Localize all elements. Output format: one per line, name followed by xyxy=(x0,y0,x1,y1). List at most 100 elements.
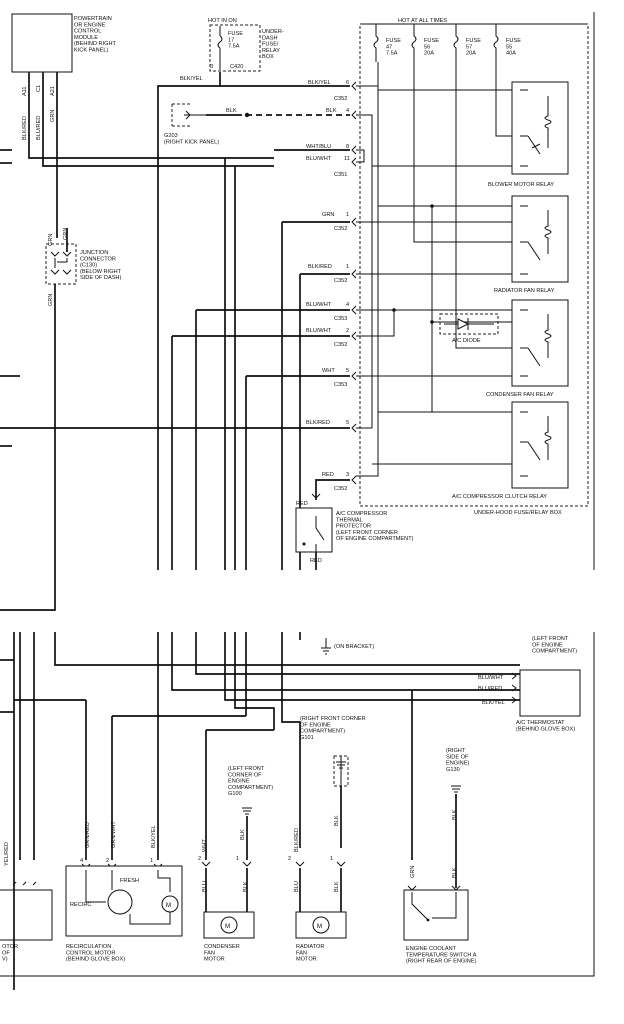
connector-c352-3: RED 3 C352 xyxy=(322,472,357,492)
svg-text:8: 8 xyxy=(346,144,349,150)
g203-label: G203(RIGHT KICK PANEL) xyxy=(164,133,219,145)
svg-text:C352: C352 xyxy=(334,342,347,348)
recirc-wire-3: BLK/YEL xyxy=(151,825,157,848)
recirc-wire-2: GRN/WHT xyxy=(111,821,117,848)
radiator-top-wire: BLK/RED xyxy=(294,828,300,852)
radiator-bot-wire-1: BLU xyxy=(294,881,300,892)
bracket-label: (ON BRACKET) xyxy=(334,644,374,650)
svg-text:C352: C352 xyxy=(334,278,347,284)
svg-text:5: 5 xyxy=(346,368,349,374)
hot-in-on-label: HOT IN ON xyxy=(208,18,237,24)
svg-text:RED: RED xyxy=(322,472,334,478)
pcm-wire-blured: BLU/RED xyxy=(36,116,42,140)
hot-at-all-times-label: HOT AT ALL TIMES xyxy=(398,18,447,24)
fuse-17-icon xyxy=(217,35,223,49)
svg-text:WHT: WHT xyxy=(322,368,335,374)
connector-c353-4: BLU/WHT 4 C353 xyxy=(306,302,357,322)
c420-pin: 3 xyxy=(210,64,213,70)
connector-c353-5: WHT 5 C353 xyxy=(322,368,357,388)
ac-diode: A/C DIODE xyxy=(439,313,499,344)
svg-text:C353: C353 xyxy=(334,382,347,388)
svg-text:11: 11 xyxy=(344,156,350,162)
recirc-motor-symbol: M xyxy=(166,902,171,909)
pcm-wire-blkred: BLK/RED xyxy=(22,116,28,140)
svg-text:1: 1 xyxy=(346,264,349,270)
pcm-pin-c1: C1 xyxy=(36,85,42,92)
relays: BLOWER MOTOR RELAY RADIATOR FAN RELAY CO… xyxy=(452,81,569,500)
recirc-pin-1: 4 xyxy=(80,858,83,864)
g100-ground-icon xyxy=(242,807,252,815)
connector-c352-2: BLU/WHT 2 C352 xyxy=(306,328,357,348)
svg-text:BLK: BLK xyxy=(326,108,337,114)
ac-diode-label: A/C DIODE xyxy=(452,338,481,344)
recirc-recirc-label: RECIRC xyxy=(70,902,91,908)
c420-label: C420 xyxy=(230,64,243,70)
condenser-fan-relay: CONDENSER FAN RELAY xyxy=(486,299,569,398)
g130-ground-icon xyxy=(451,785,461,793)
svg-text:WHT/BLU: WHT/BLU xyxy=(306,144,331,150)
thermostat-wire-3: BLK/YEL xyxy=(482,700,505,706)
svg-text:BLK/YEL: BLK/YEL xyxy=(308,80,331,86)
box-connectors: BLK/YEL 6 C352 BLK 4 WHT/BLU 8 BLU/WHT 1… xyxy=(306,80,357,492)
radiator-motor-symbol: M xyxy=(317,923,322,930)
condenser-relay-label: CONDENSER FAN RELAY xyxy=(486,392,554,398)
pcm-wire-grn: GRN xyxy=(50,110,56,122)
svg-text:GRN: GRN xyxy=(322,212,334,218)
thermostat-wire-1: BLU/WHT xyxy=(478,675,504,681)
connector-c352-6: BLK/YEL 6 C352 xyxy=(308,80,357,102)
svg-text:C352: C352 xyxy=(334,486,347,492)
recirc-fresh-label: FRESH xyxy=(120,878,139,884)
radiator-pin-1: 1 xyxy=(330,856,333,862)
junction-wire-label-top2: GRN xyxy=(63,228,69,240)
svg-text:C352: C352 xyxy=(334,226,347,232)
condenser-top-wire: WHT xyxy=(202,839,208,852)
svg-text:4: 4 xyxy=(346,108,349,114)
recirculation-control-motor: GRN/RED GRN/WHT BLK/YEL 4 2 1 M FRESH RE… xyxy=(65,821,183,963)
connector-c352-1a: GRN 1 C352 xyxy=(322,212,357,232)
radiator-relay-label: RADIATOR FAN RELAY xyxy=(494,288,555,294)
ac-compressor-clutch-relay: A/C COMPRESSOR CLUTCH RELAY xyxy=(452,401,569,500)
thermal-wire-top: RED xyxy=(296,501,308,507)
box-internal-wiring xyxy=(356,62,520,477)
connector-c352-1b: BLK/RED 1 C352 xyxy=(308,264,357,284)
pcm-wires xyxy=(0,72,274,238)
junction-wire-label-bottom: GRN xyxy=(48,294,54,306)
thermostat-label: A/C THERMOSTAT(BEHIND GLOVE BOX) xyxy=(516,720,575,732)
svg-text:C352: C352 xyxy=(334,96,347,102)
connector-c351-11: BLU/WHT 11 C351 xyxy=(306,156,357,178)
radiator-fan-relay: RADIATOR FAN RELAY xyxy=(494,195,569,294)
clutch-relay-label: A/C COMPRESSOR CLUTCH RELAY xyxy=(452,494,547,500)
g100-wire: BLK xyxy=(240,829,246,840)
g203-arrow-icon xyxy=(185,110,191,120)
g101-ground-icon xyxy=(336,761,346,769)
ground-icon xyxy=(321,647,331,655)
svg-text:1: 1 xyxy=(346,212,349,218)
g203-wire-label: BLK xyxy=(226,108,237,114)
svg-text:C351: C351 xyxy=(334,172,347,178)
svg-text:BLU/WHT: BLU/WHT xyxy=(306,302,332,308)
blower-motor-relay: BLOWER MOTOR RELAY xyxy=(488,81,569,188)
svg-text:BLK/RED: BLK/RED xyxy=(306,420,330,426)
g130-wire: BLK xyxy=(452,809,458,820)
